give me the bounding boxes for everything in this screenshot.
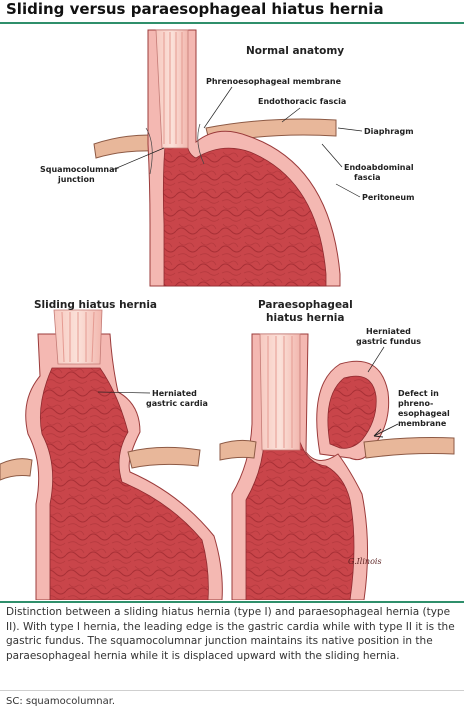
sliding-hernia-heading: Sliding hiatus hernia [34, 299, 157, 311]
label-herniated-cardia-1: Herniated [152, 389, 197, 398]
label-defect-4: membrane [398, 419, 447, 428]
label-endoabdominal-fascia-2: fascia [354, 173, 381, 182]
label-squamocolumnar-1: Squamocolumnar [40, 165, 119, 174]
label-endothoracic-fascia: Endothoracic fascia [258, 97, 346, 106]
normal-esophagus [155, 29, 189, 149]
caption-rule [0, 601, 464, 603]
label-diaphragm: Diaphragm [364, 127, 414, 136]
label-defect-1: Defect in [398, 389, 439, 398]
para-esophagus [259, 333, 301, 451]
figure-caption: Distinction between a sliding hiatus her… [6, 606, 455, 662]
sliding-diaphragm-right [127, 446, 201, 469]
paraesophageal-heading-1: Paraesophageal [258, 299, 353, 311]
abbreviations: SC: squamocolumnar. [6, 696, 116, 707]
figure-title: Sliding versus paraesophageal hiatus her… [6, 0, 384, 18]
sliding-diaphragm-left [0, 458, 33, 481]
artist-signature: G.Ilinois [348, 557, 382, 566]
paraesophageal-hernia-panel: Paraesophageal hiatus hernia Herniated g… [219, 299, 455, 600]
sliding-hernia-panel: Sliding hiatus hernia Herniated gastric … [0, 299, 223, 600]
para-diaphragm-left [219, 439, 257, 461]
hernia-illustration: Normal anatomy Phrenoesophageal membrane… [0, 29, 455, 600]
normal-anatomy-heading: Normal anatomy [246, 45, 344, 57]
label-endoabdominal-fascia-1: Endoabdominal [344, 163, 414, 172]
label-herniated-cardia-2: gastric cardia [146, 399, 208, 408]
para-diaphragm-right [363, 437, 455, 459]
abbreviation-separator [0, 690, 464, 691]
label-defect-2: phreno- [398, 399, 433, 408]
normal-anatomy-panel: Normal anatomy Phrenoesophageal membrane… [40, 29, 414, 287]
label-defect-3: esophageal [398, 409, 450, 418]
normal-stomach-mucosa [162, 133, 327, 287]
label-phrenoesophageal-membrane: Phrenoesophageal membrane [206, 77, 342, 86]
label-peritoneum: Peritoneum [362, 193, 414, 202]
para-stomach-mucosa [245, 441, 355, 600]
fundus-mucosa [327, 375, 377, 449]
label-squamocolumnar-2: junction [57, 175, 95, 184]
label-herniated-fundus-2: gastric fundus [356, 337, 421, 346]
title-rule [0, 22, 464, 24]
sliding-stomach-mucosa [40, 367, 209, 600]
paraesophageal-heading-2: hiatus hernia [266, 312, 345, 324]
label-herniated-fundus-1: Herniated [366, 327, 411, 336]
